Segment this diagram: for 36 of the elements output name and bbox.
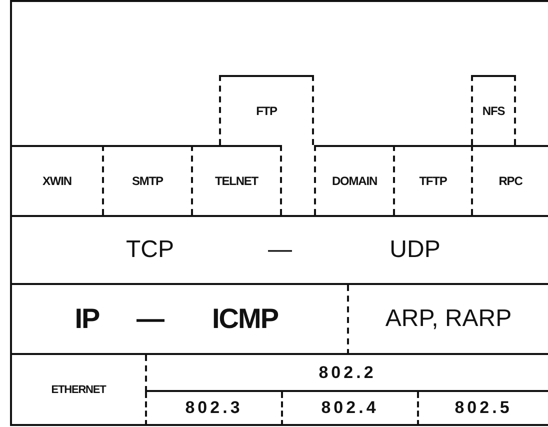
protocol-layer-cell: [471, 145, 548, 215]
protocol-layer-cell: [145, 355, 548, 392]
protocol-label: 802.3: [185, 398, 243, 418]
protocol-layer-cell: [145, 392, 281, 426]
protocol-label: XWIN: [42, 174, 72, 188]
protocol-label: ARP, RARP: [385, 305, 512, 333]
protocol-label: TCP: [126, 236, 174, 264]
protocol-label: DOMAIN: [332, 174, 378, 188]
protocol-label: 802.5: [454, 398, 512, 418]
protocol-label: —: [136, 303, 164, 335]
protocol-layer-cell: [417, 392, 548, 426]
protocol-label: TELNET: [214, 174, 258, 188]
protocol-label: 802.2: [318, 362, 376, 382]
protocol-label: NFS: [482, 104, 505, 118]
protocol-label: UDP: [390, 236, 440, 264]
protocol-label: RPC: [498, 174, 522, 188]
protocol-label: FTP: [256, 104, 277, 118]
protocol-layer-cell: [10, 145, 102, 215]
protocol-label: SMTP: [132, 174, 163, 188]
protocol-label: —: [268, 236, 292, 264]
protocol-layer-cell: [347, 285, 548, 355]
protocol-layer-cell: [10, 285, 347, 355]
protocol-layer-cell: [102, 145, 191, 215]
protocol-layer-cell: [191, 145, 282, 215]
protocol-layer-cell: [471, 75, 516, 145]
protocol-layer-cell: [281, 392, 417, 426]
protocol-label: IP: [74, 303, 100, 335]
protocol-label: 802.4: [321, 398, 379, 418]
protocol-layer-cell: [10, 355, 145, 426]
protocol-label: ETHERNET: [51, 384, 106, 396]
protocol-label: TFTP: [419, 174, 447, 188]
protocol-layer-cell: [10, 215, 548, 285]
protocol-label: ICMP: [212, 303, 278, 335]
protocol-layer-cell: [393, 145, 471, 215]
protocol-layer-cell: [219, 75, 314, 145]
protocol-layer-cell: [314, 145, 393, 215]
